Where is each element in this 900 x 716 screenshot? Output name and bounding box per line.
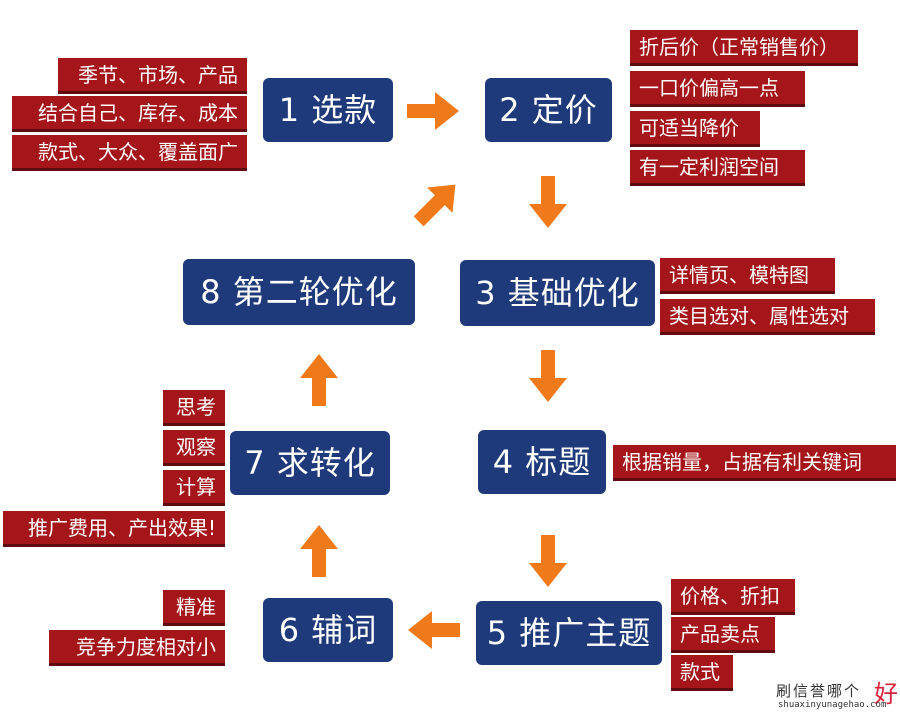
note-step7-1: 思考 bbox=[163, 390, 225, 426]
watermark-big-char: 好 bbox=[874, 680, 898, 708]
step-6-auxiliary-words: 6 辅词 bbox=[263, 598, 393, 662]
note-step2-4: 有一定利润空间 bbox=[630, 150, 805, 186]
watermark-text: 刷信誉哪个 bbox=[776, 682, 862, 700]
note-step3-1: 详情页、模特图 bbox=[660, 258, 835, 294]
note-step5-2: 产品卖点 bbox=[671, 617, 775, 653]
note-step3-2: 类目选对、属性选对 bbox=[660, 299, 875, 335]
step-4-title: 4 标题 bbox=[478, 430, 606, 494]
watermark-url: shuaxinyunagehao.com bbox=[778, 700, 887, 710]
step-2-pricing: 2 定价 bbox=[485, 78, 612, 142]
arrow-right-icon bbox=[407, 92, 459, 130]
note-step1-1: 季节、市场、产品 bbox=[58, 58, 247, 94]
step-8-second-round-optimization: 8 第二轮优化 bbox=[183, 259, 415, 325]
note-step5-3: 款式 bbox=[671, 655, 733, 691]
note-step7-3: 计算 bbox=[163, 470, 225, 506]
step-5-promotion-theme: 5 推广主题 bbox=[476, 601, 662, 665]
arrow-up-icon bbox=[300, 525, 338, 577]
step-3-basic-optimization: 3 基础优化 bbox=[460, 260, 655, 326]
arrow-down-icon bbox=[529, 176, 567, 228]
step-1-select-product: 1 选款 bbox=[263, 78, 393, 142]
note-step2-2: 一口价偏高一点 bbox=[630, 71, 805, 107]
note-step2-3: 可适当降价 bbox=[630, 111, 760, 147]
note-step7-4: 推广费用、产出效果! bbox=[3, 511, 225, 547]
arrow-up-icon bbox=[300, 354, 338, 406]
note-step4-1: 根据销量，占据有利关键词 bbox=[613, 445, 896, 481]
watermark-logo: 刷信誉哪个 好 shuaxinyunagehao.com bbox=[776, 680, 900, 716]
step-7-conversion: 7 求转化 bbox=[230, 431, 390, 495]
arrow-left-icon bbox=[408, 611, 460, 649]
note-step5-1: 价格、折扣 bbox=[671, 579, 795, 615]
arrow-diagonal-icon bbox=[413, 184, 456, 227]
note-step1-3: 款式、大众、覆盖面广 bbox=[12, 135, 247, 171]
arrow-down-icon bbox=[529, 350, 567, 402]
note-step7-2: 观察 bbox=[163, 430, 225, 466]
note-step6-2: 竞争力度相对小 bbox=[49, 630, 225, 666]
note-step2-1: 折后价（正常销售价） bbox=[630, 30, 858, 66]
arrow-down-icon bbox=[529, 535, 567, 587]
note-step6-1: 精准 bbox=[163, 590, 225, 626]
note-step1-2: 结合自己、库存、成本 bbox=[12, 96, 247, 132]
